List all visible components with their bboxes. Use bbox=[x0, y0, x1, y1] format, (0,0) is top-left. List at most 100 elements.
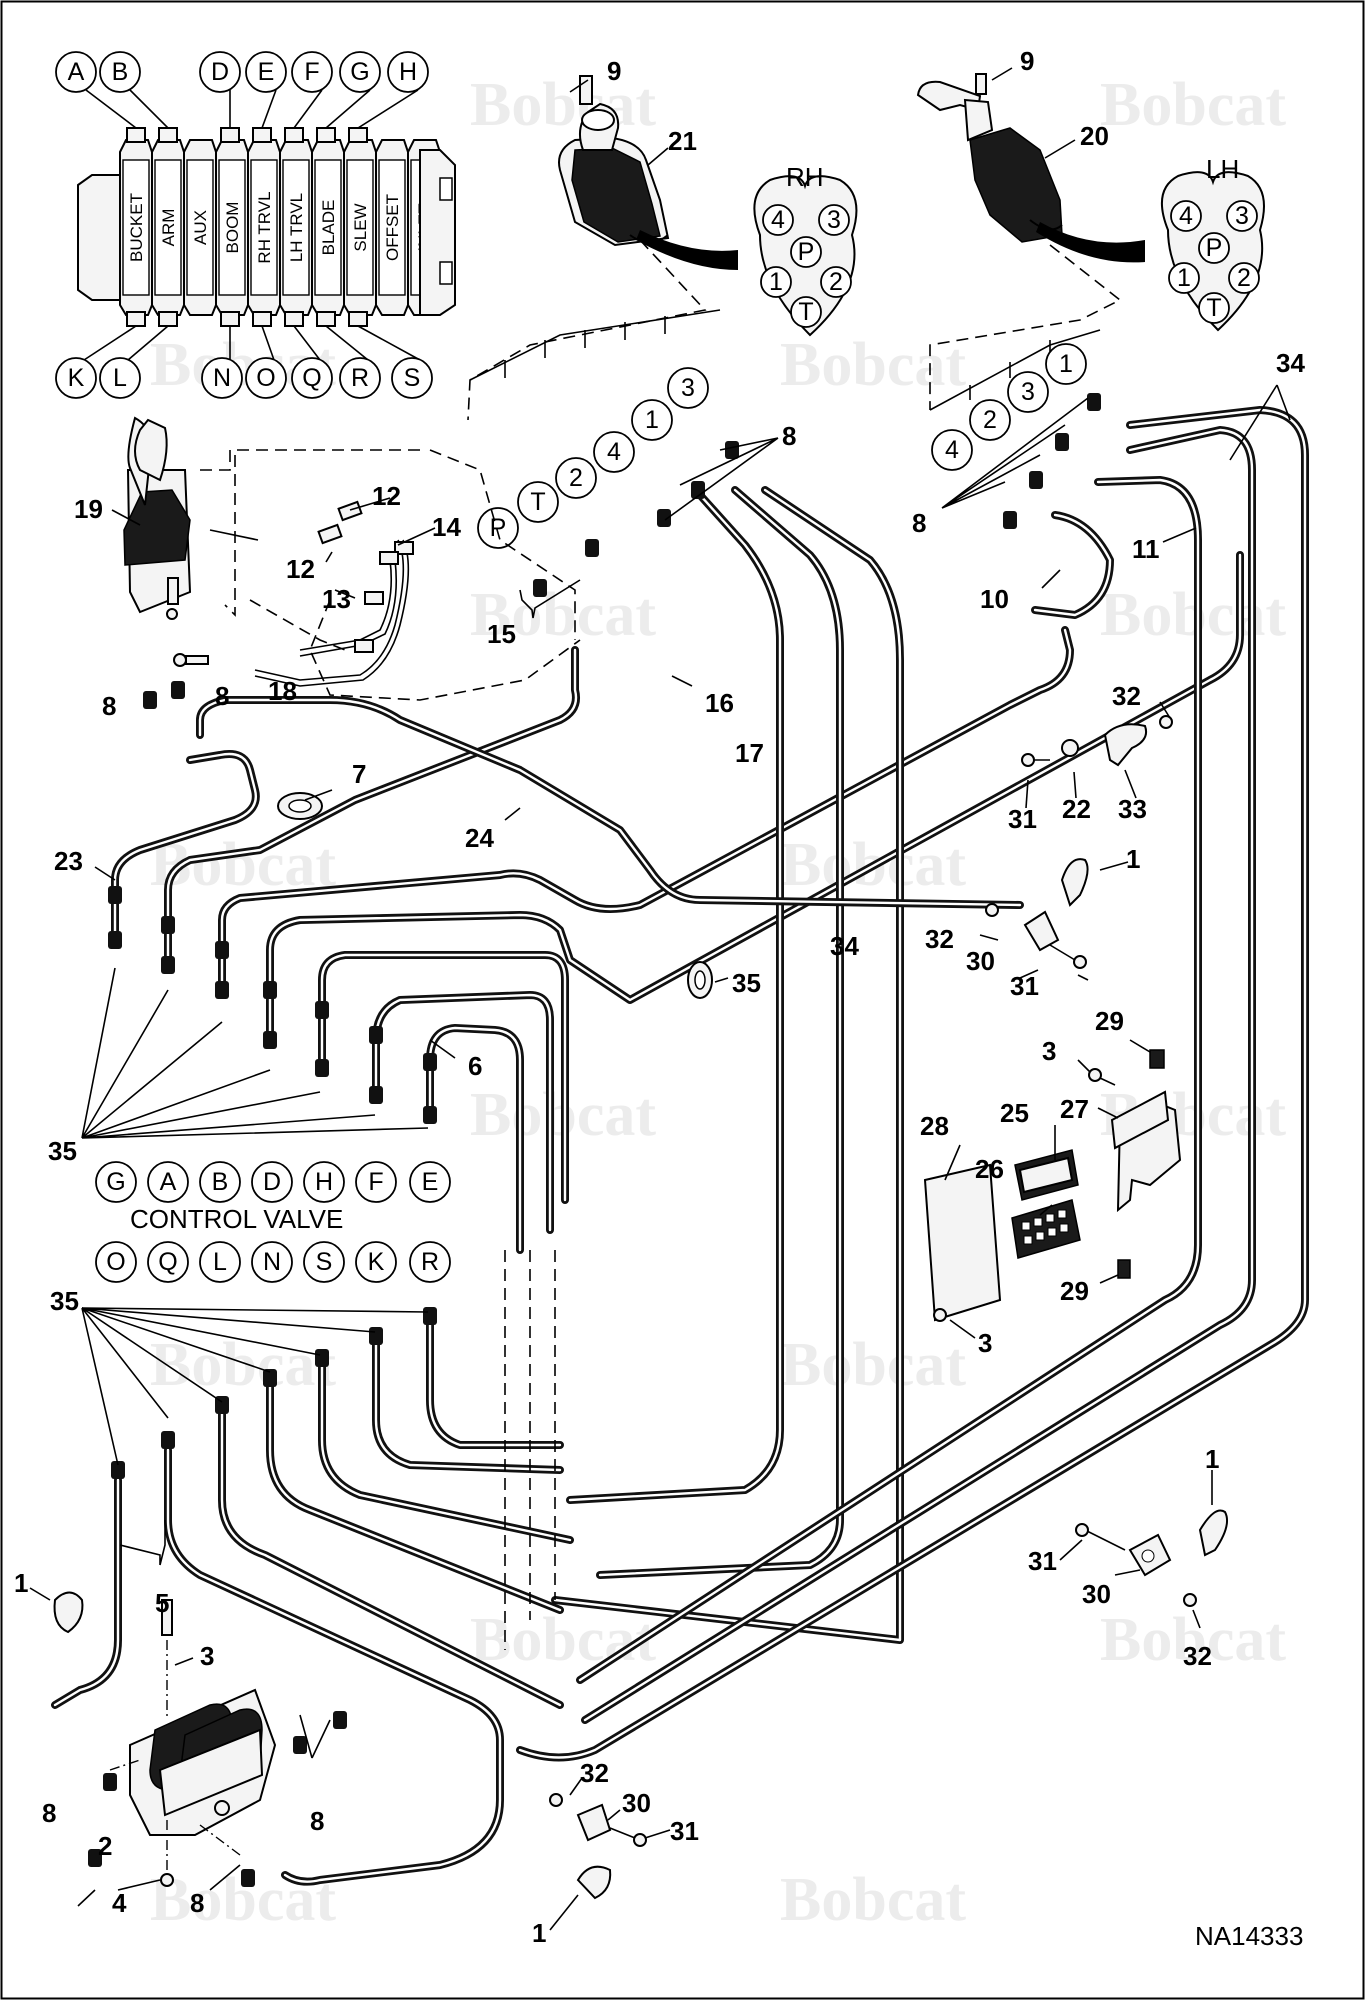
valve-section: LH TRVL bbox=[279, 139, 313, 316]
hose-fitting bbox=[88, 1849, 102, 1867]
callout-28: 28 bbox=[920, 1111, 949, 1141]
valve-port-bottom: K bbox=[55, 357, 97, 399]
control-valve-port: Q bbox=[147, 1241, 189, 1283]
clamp-hardware-bottom-right bbox=[1075, 1509, 1228, 1607]
callout-5: 5 bbox=[155, 1588, 169, 1618]
valve-section: BLADE bbox=[311, 139, 345, 316]
callout-8: 8 bbox=[102, 691, 116, 721]
control-valve-port-text: K bbox=[368, 1248, 385, 1276]
callout-11: 11 bbox=[1132, 534, 1160, 564]
control-valve-port: F bbox=[355, 1161, 397, 1203]
hose-fitting bbox=[161, 1431, 175, 1449]
watermark: Bobcat bbox=[1100, 581, 1286, 649]
hose-fitting bbox=[315, 1349, 329, 1367]
hydraulic-hose bbox=[372, 1341, 564, 1474]
pilot-joystick-19 bbox=[123, 416, 192, 620]
rh-connector-port-text: 3 bbox=[827, 206, 841, 234]
callout-12: 12 bbox=[286, 554, 315, 584]
lh-hose-tag: 2 bbox=[969, 399, 1011, 441]
hose-fitting bbox=[293, 1736, 307, 1754]
hose-fitting bbox=[369, 1086, 383, 1104]
rh-hose-tag-text: T bbox=[530, 488, 545, 516]
callout-22: 22 bbox=[1062, 794, 1091, 824]
callout-23: 23 bbox=[54, 846, 83, 876]
valve-port-bottom: S bbox=[391, 357, 433, 399]
control-valve-port: D bbox=[251, 1161, 293, 1203]
valve-section-label: BOOM bbox=[223, 202, 242, 254]
hose-fitting bbox=[111, 1461, 125, 1479]
callout-33: 33 bbox=[1118, 794, 1147, 824]
callout-9: 9 bbox=[1020, 46, 1034, 76]
callout-34: 34 bbox=[1276, 348, 1305, 378]
hose-fitting bbox=[161, 956, 175, 974]
callout-17: 17 bbox=[735, 738, 764, 768]
hose-fitting bbox=[1087, 393, 1101, 411]
callout-8: 8 bbox=[190, 1888, 204, 1918]
valve-section-label: OFFSET bbox=[383, 194, 402, 261]
control-valve-port-text: D bbox=[263, 1168, 281, 1196]
lh-connector-port-text: 3 bbox=[1235, 202, 1249, 230]
lh-connector-port: 1 bbox=[1168, 262, 1200, 294]
lh-hose-tag: 3 bbox=[1007, 371, 1049, 413]
valve-section: ARM bbox=[151, 139, 185, 316]
rh-hose-tag: P bbox=[477, 507, 519, 549]
callout-4: 4 bbox=[112, 1888, 127, 1918]
callout-29: 29 bbox=[1060, 1276, 1089, 1306]
rh-hose-tag: 2 bbox=[555, 457, 597, 499]
control-valve-port-text: G bbox=[106, 1168, 125, 1196]
rh-hose-tag-text: 4 bbox=[607, 438, 621, 466]
hose-fitting bbox=[369, 1327, 383, 1345]
callout-31: 31 bbox=[670, 1816, 699, 1846]
drawing-id: NA14333 bbox=[1195, 1921, 1303, 1951]
rh-hose-tag: 4 bbox=[593, 431, 635, 473]
hose-fitting bbox=[315, 1001, 329, 1019]
rh-connector-port: T bbox=[790, 296, 822, 328]
rh-hose-tag-text: 2 bbox=[569, 464, 583, 492]
callout-13: 13 bbox=[322, 584, 351, 614]
valve-port-top-text: D bbox=[211, 58, 229, 86]
valve-section: SLEW bbox=[343, 139, 377, 316]
lh-joystick bbox=[916, 73, 1145, 263]
watermark: Bobcat bbox=[470, 71, 656, 139]
valve-port-top-text: B bbox=[112, 58, 129, 86]
control-valve-label: CONTROL VALVE bbox=[130, 1204, 343, 1234]
rh-connector-port: 4 bbox=[762, 204, 794, 236]
valve-section: OFFSET bbox=[375, 139, 409, 316]
valve-port-bottom: Q bbox=[291, 357, 333, 399]
callout-30: 30 bbox=[622, 1788, 651, 1818]
clamp-hardware-top bbox=[985, 715, 1173, 969]
hydraulic-hose bbox=[266, 551, 1244, 1039]
watermark: Bobcat bbox=[470, 581, 656, 649]
rh-joystick bbox=[558, 75, 738, 270]
leader-35-fan-lower bbox=[81, 1307, 429, 1466]
hydraulic-hose bbox=[1031, 511, 1114, 619]
control-valve-port-text: R bbox=[421, 1248, 439, 1276]
control-valve-port: A bbox=[147, 1161, 189, 1203]
callout-8: 8 bbox=[42, 1798, 56, 1828]
hydraulic-hose bbox=[596, 486, 844, 1579]
callout-8: 8 bbox=[782, 421, 796, 451]
rh-connector-port-text: 4 bbox=[771, 206, 785, 234]
valve-section-label: RH TRVL bbox=[255, 191, 274, 263]
valve-port-bottom-text: O bbox=[256, 364, 275, 392]
switch-panel-25-26-28 bbox=[923, 1149, 1081, 1322]
hose-fitting bbox=[103, 1773, 117, 1791]
valve-port-top-text: F bbox=[304, 58, 319, 86]
callout-32: 32 bbox=[1112, 681, 1141, 711]
valve-port-top: D bbox=[199, 51, 241, 93]
valve-port-bottom: O bbox=[245, 357, 287, 399]
valve-port-bottom-text: K bbox=[68, 364, 85, 392]
callout-3: 3 bbox=[978, 1328, 992, 1358]
valve-port-top-text: A bbox=[68, 58, 85, 86]
callout-12: 12 bbox=[372, 481, 401, 511]
hose-fitting bbox=[1029, 471, 1043, 489]
callout-34: 34 bbox=[830, 931, 859, 961]
control-valve-port-text: S bbox=[316, 1248, 333, 1276]
hose-fittings bbox=[88, 393, 1101, 1887]
hose-fitting bbox=[423, 1053, 437, 1071]
lh-hose-tag-text: 2 bbox=[983, 406, 997, 434]
clamp-1-left bbox=[53, 1591, 84, 1634]
rh-connector-port-text: T bbox=[798, 298, 813, 326]
valve-section-label: AUX bbox=[191, 210, 210, 245]
